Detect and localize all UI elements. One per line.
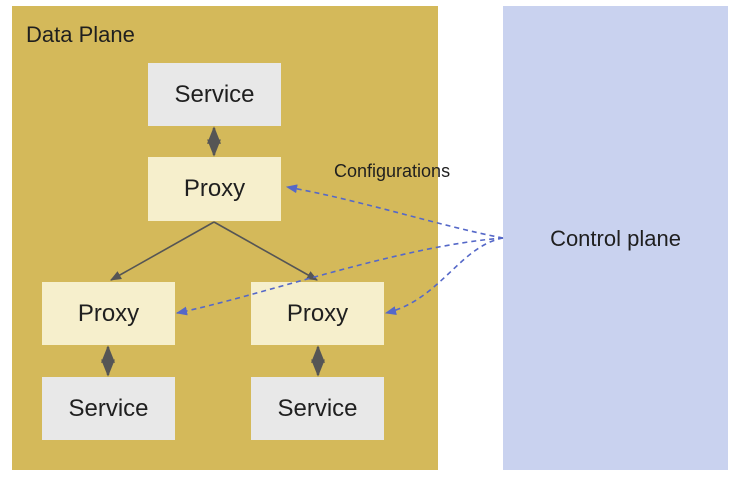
service-right-node: Service	[251, 377, 384, 440]
configurations-label: Configurations	[334, 161, 451, 181]
proxy-right-node: Proxy	[251, 282, 384, 345]
control-plane-region: Control plane	[503, 6, 728, 470]
proxy-top-node: Proxy	[148, 157, 281, 221]
service-top-node: Service	[148, 63, 281, 126]
control-plane-label: Control plane	[550, 226, 681, 251]
service-left-node: Service	[42, 377, 175, 440]
data-plane-title: Data Plane	[26, 22, 135, 47]
proxy-left-node: Proxy	[42, 282, 175, 345]
